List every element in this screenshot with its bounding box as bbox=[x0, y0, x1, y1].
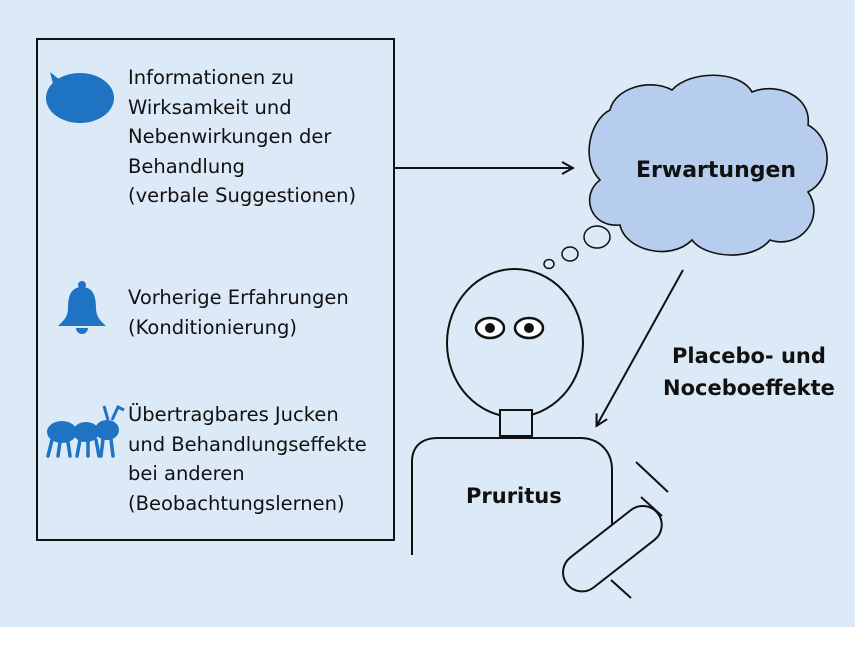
motion-lines bbox=[610, 461, 669, 599]
item-verbal-suggestions: Informationen zu Wirksamkeit und Nebenwi… bbox=[128, 63, 356, 211]
item-line: und Behandlungseffekte bbox=[128, 432, 367, 456]
cloud-label: Erwartungen bbox=[636, 158, 797, 183]
item-line: Nebenwirkungen der bbox=[128, 125, 332, 148]
item-line: (verbale Suggestionen) bbox=[128, 184, 357, 207]
item-observational-learning: Übertragbares Jucken und Behandlungseffe… bbox=[128, 400, 367, 518]
item-line: Wirksamkeit und bbox=[128, 95, 292, 119]
sources-box bbox=[36, 38, 395, 541]
effect-label-line: Placebo- und bbox=[672, 344, 826, 368]
person-label: Pruritus bbox=[466, 484, 562, 508]
item-line: Vorherige Erfahrungen bbox=[128, 286, 349, 309]
item-line: Informationen zu bbox=[128, 66, 295, 89]
arrow-to-person bbox=[597, 269, 684, 425]
effect-label-line: Noceboeffekte bbox=[663, 376, 835, 400]
item-line: (Beobachtungslernen) bbox=[128, 491, 345, 515]
bell-icon bbox=[58, 281, 106, 334]
person-head bbox=[446, 268, 584, 418]
item-line: Übertragbares Jucken bbox=[128, 403, 339, 426]
person-neck bbox=[499, 409, 533, 437]
effect-label: Placebo- und Noceboeffekte bbox=[663, 340, 835, 404]
item-line: Behandlung bbox=[128, 154, 245, 178]
item-line: (Konditionierung) bbox=[128, 315, 297, 339]
item-conditioning: Vorherige Erfahrungen (Konditionierung) bbox=[128, 283, 349, 342]
person-body bbox=[411, 437, 613, 555]
thought-cloud bbox=[543, 74, 828, 270]
item-line: bei anderen bbox=[128, 462, 245, 485]
person-figure bbox=[411, 268, 669, 599]
eyes-icon bbox=[474, 316, 545, 340]
ants-icon bbox=[46, 404, 125, 458]
speech-bubble-icon bbox=[46, 72, 114, 123]
